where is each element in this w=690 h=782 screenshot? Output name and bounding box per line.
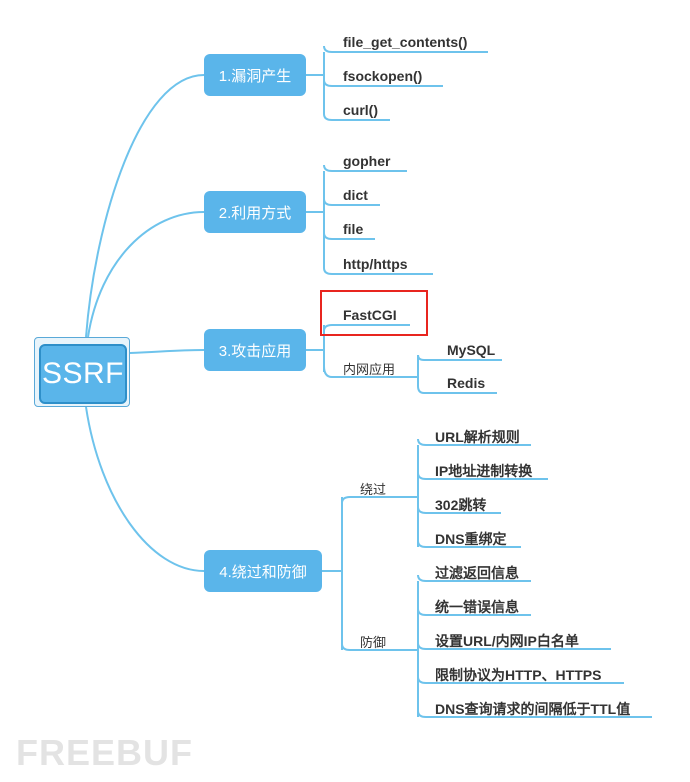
connector-8: [323, 113, 333, 121]
leaf-dns-rebinding[interactable]: DNS重绑定: [435, 531, 507, 547]
leaf-whitelist[interactable]: 设置URL/内网IP白名单: [435, 633, 579, 649]
connector-42: [417, 506, 427, 514]
leaf-gopher[interactable]: gopher: [343, 153, 391, 169]
leaf-mysql[interactable]: MySQL: [447, 342, 496, 358]
leaf-file-get-contents[interactable]: file_get_contents(): [343, 34, 468, 50]
connector-1: [87, 211, 205, 338]
connector-34: [341, 496, 351, 504]
branch-4-node[interactable]: 4.绕过和防御: [204, 550, 322, 592]
connector-51: [417, 608, 427, 616]
connector-0: [85, 74, 205, 338]
group-bypass[interactable]: 绕过: [360, 482, 387, 497]
connector-29: [417, 377, 425, 394]
leaf-dict[interactable]: dict: [343, 187, 368, 203]
connector-41: [417, 472, 427, 480]
leaf-restrict-protocol[interactable]: 限制协议为HTTP、HTTPS: [435, 667, 602, 683]
leaf-fsockopen[interactable]: fsockopen(): [343, 68, 423, 84]
leaf-redis[interactable]: Redis: [447, 375, 486, 391]
branch-2-node[interactable]: 2.利用方式: [204, 191, 306, 233]
connector-3: [85, 406, 205, 572]
watermark-text: FREEBUF: [16, 732, 193, 773]
branch-3-node[interactable]: 3.攻击应用: [204, 329, 306, 371]
leaf-fastcgi[interactable]: FastCGI: [343, 307, 397, 323]
connector-14: [323, 164, 333, 172]
leaf-file[interactable]: file: [343, 221, 364, 237]
group-intranet-apps[interactable]: 内网应用: [343, 362, 396, 377]
connector-50: [417, 574, 427, 582]
leaf-http-https[interactable]: http/https: [343, 256, 408, 272]
connector-17: [323, 267, 333, 275]
leaf-ip-radix[interactable]: IP地址进制转换: [435, 463, 533, 479]
connector-15: [323, 198, 333, 206]
leaf-unified-errors[interactable]: 统一错误信息: [435, 599, 519, 615]
root-node[interactable]: SSRF: [39, 344, 127, 404]
connector-54: [417, 710, 427, 718]
connector-53: [417, 676, 427, 684]
connector-40: [417, 438, 427, 446]
leaf-filter-response[interactable]: 过滤返回信息: [435, 565, 519, 581]
connector-2: [129, 349, 205, 354]
connector-35: [341, 643, 351, 651]
connector-16: [323, 232, 333, 240]
root-node-frame[interactable]: SSRF: [34, 337, 130, 407]
connector-24: [323, 324, 333, 332]
fastcgi-highlight-box: [320, 290, 428, 336]
leaf-curl[interactable]: curl(): [343, 102, 378, 118]
connector-52: [417, 642, 427, 650]
group-defense[interactable]: 防御: [360, 635, 387, 650]
connector-7: [323, 79, 333, 87]
connector-28: [417, 354, 425, 377]
leaf-dns-ttl[interactable]: DNS查询请求的间隔低于TTL值: [435, 701, 631, 717]
connector-43: [417, 540, 427, 548]
leaf-url-parsing[interactable]: URL解析规则: [435, 429, 520, 445]
connector-6: [323, 45, 333, 53]
freebuf-watermark: FREEBUF: [16, 732, 193, 774]
leaf-302-redirect[interactable]: 302跳转: [435, 497, 487, 513]
connector-25: [323, 365, 333, 378]
branch-1-node[interactable]: 1.漏洞产生: [204, 54, 306, 96]
